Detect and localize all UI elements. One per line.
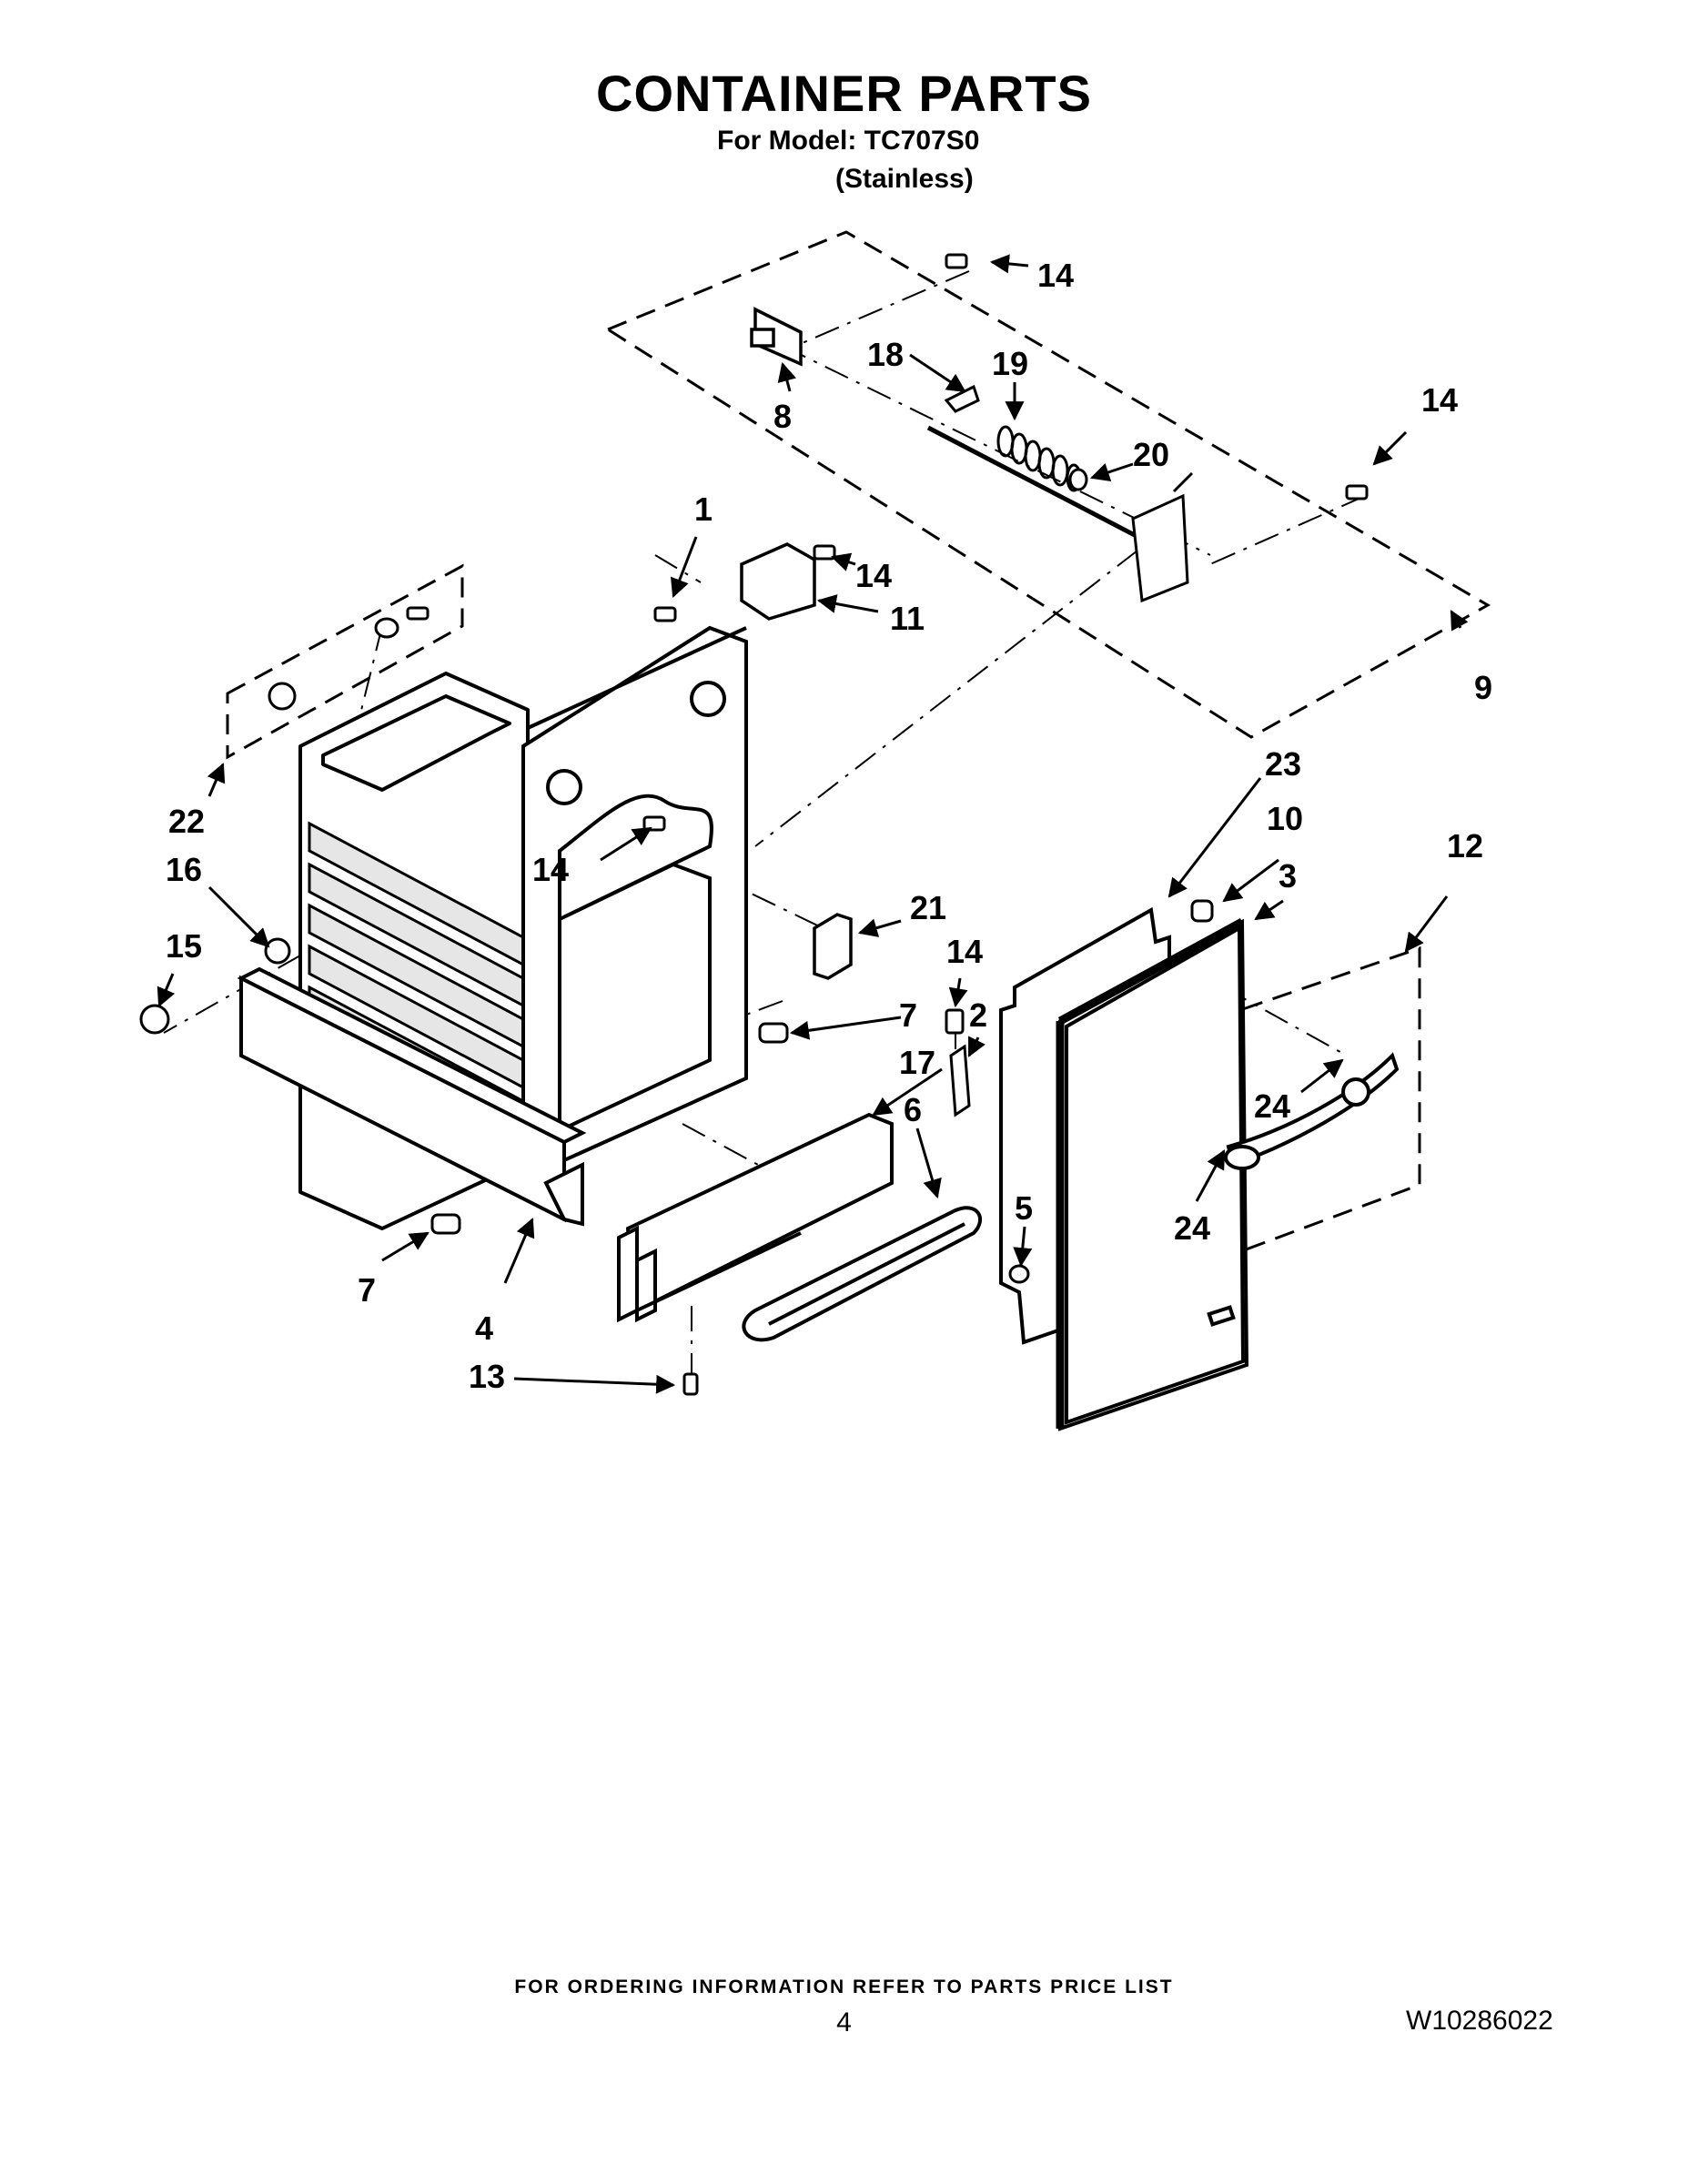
- clip-2: [949, 1044, 971, 1117]
- bottom-rail-part-4: [237, 966, 587, 1227]
- callout-24: 24: [1174, 1209, 1210, 1247]
- toe-panel-part-17: [617, 1112, 894, 1323]
- callout-14: 14: [532, 851, 569, 888]
- callout-23: 23: [1265, 745, 1301, 783]
- document-number: W10286022: [1406, 2006, 1553, 2036]
- callout-19: 19: [992, 345, 1028, 382]
- container-front-panel: [521, 625, 748, 1163]
- screw-14-top: [945, 253, 968, 269]
- door-panel-part-3: [1056, 918, 1249, 1431]
- callout-3: 3: [1279, 857, 1297, 895]
- callout-4: 4: [475, 1309, 493, 1347]
- callout-14: 14: [946, 933, 983, 970]
- screw-14-door: [945, 1008, 965, 1035]
- washer-22: [374, 617, 399, 639]
- callout-11: 11: [890, 600, 925, 637]
- callout-9: 9: [1474, 669, 1492, 706]
- callout-22: 22: [168, 803, 205, 840]
- leveler-15: [139, 1004, 170, 1035]
- screw-14-inner: [642, 815, 666, 832]
- callout-7: 7: [358, 1271, 376, 1309]
- callout-14: 14: [1421, 381, 1458, 419]
- callout-5: 5: [1015, 1189, 1033, 1227]
- callout-13: 13: [469, 1358, 505, 1395]
- screw-13: [682, 1372, 699, 1396]
- callout-12: 12: [1447, 827, 1483, 864]
- callout-7: 7: [899, 996, 917, 1034]
- page-number: 4: [836, 2007, 852, 2037]
- spring-rod-assembly: [926, 384, 1194, 603]
- screw-1: [653, 606, 677, 622]
- callout-24: 24: [1254, 1087, 1290, 1125]
- callout-14: 14: [1037, 257, 1074, 294]
- group-box-22: [226, 563, 464, 760]
- nut-16: [264, 937, 291, 965]
- nut-5: [1008, 1264, 1030, 1284]
- callout-17: 17: [899, 1044, 935, 1081]
- bumper-10: [1190, 899, 1214, 923]
- callout-6: 6: [904, 1091, 922, 1128]
- hinge-part-8: [750, 307, 803, 367]
- callout-21: 21: [910, 889, 946, 926]
- group-box-9: [604, 230, 1491, 739]
- screw-14-right: [1345, 484, 1369, 500]
- screw-7-lower: [430, 1213, 461, 1235]
- callout-18: 18: [867, 336, 904, 373]
- callout-2: 2: [969, 996, 987, 1034]
- bracket-part-21: [813, 913, 853, 980]
- fasteners: [139, 253, 1369, 1396]
- callout-10: 10: [1267, 800, 1303, 837]
- door-handle-part-12: [1224, 1052, 1400, 1170]
- latch-part-11: [740, 542, 816, 621]
- ordering-note: FOR ORDERING INFORMATION REFER TO PARTS …: [514, 1977, 1174, 1997]
- model-line: For Model: TC707S0: [717, 126, 980, 156]
- callout-1: 1: [694, 490, 713, 528]
- callout-14: 14: [855, 557, 892, 594]
- callout-20: 20: [1133, 436, 1169, 473]
- bottom-bar-part-6: [742, 1206, 983, 1342]
- bumper-22: [268, 682, 297, 711]
- screw-7-upper: [758, 1022, 789, 1044]
- screw-14-mid: [813, 544, 836, 561]
- callout-16: 16: [166, 851, 202, 888]
- callout-15: 15: [166, 927, 202, 965]
- page-title: CONTAINER PARTS: [596, 65, 1092, 122]
- model-variant: (Stainless): [835, 164, 974, 194]
- callout-8: 8: [773, 398, 792, 435]
- callout-arrows: [157, 254, 1469, 1394]
